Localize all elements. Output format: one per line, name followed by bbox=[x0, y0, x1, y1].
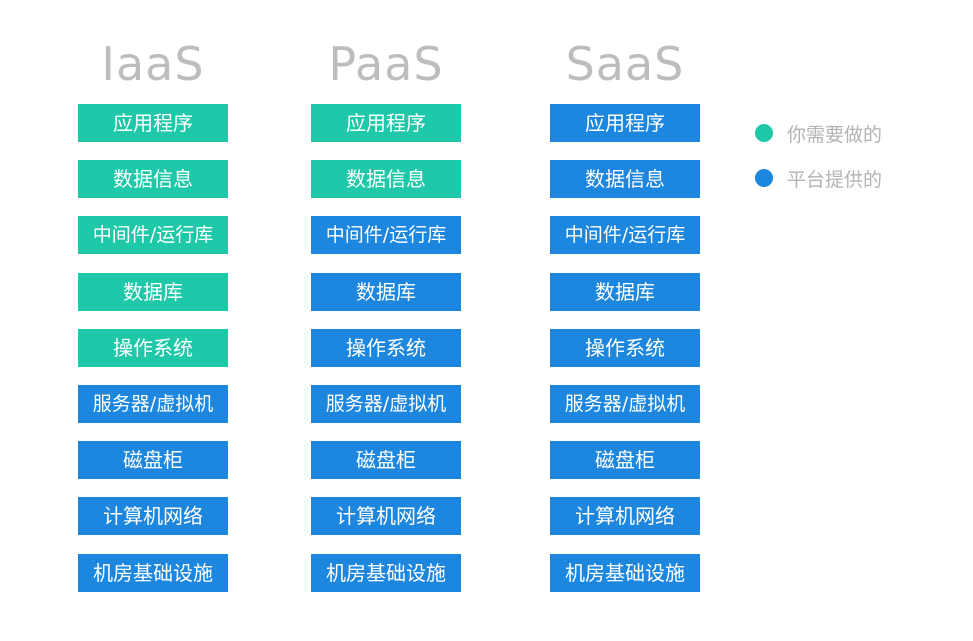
saas-title: SaaS bbox=[565, 37, 685, 91]
iaas-layer-datacenter: 机房基础设施 bbox=[78, 554, 228, 592]
saas-layer-database: 数据库 bbox=[550, 273, 700, 311]
legend-label-user: 你需要做的 bbox=[787, 123, 883, 146]
saas-layer-data: 数据信息 bbox=[550, 160, 700, 198]
paas-layer-network: 计算机网络 bbox=[311, 497, 461, 535]
iaas-layer-applications: 应用程序 bbox=[78, 104, 228, 142]
paas-layer-operating-system: 操作系统 bbox=[311, 329, 461, 367]
legend-dot-user-icon bbox=[755, 124, 773, 142]
saas-layer-datacenter: 机房基础设施 bbox=[550, 554, 700, 592]
legend-label-platform: 平台提供的 bbox=[787, 168, 883, 191]
saas-layer-network: 计算机网络 bbox=[550, 497, 700, 535]
saas-layer-server-vm: 服务器/虚拟机 bbox=[550, 385, 700, 423]
paas-layer-middleware-runtime: 中间件/运行库 bbox=[311, 216, 461, 254]
saas-layer-middleware-runtime: 中间件/运行库 bbox=[550, 216, 700, 254]
iaas-layer-database: 数据库 bbox=[78, 273, 228, 311]
iaas-layer-middleware-runtime: 中间件/运行库 bbox=[78, 216, 228, 254]
legend-item-platform: 平台提供的 bbox=[755, 166, 883, 191]
iaas-layer-operating-system: 操作系统 bbox=[78, 329, 228, 367]
saas-layer-disk-cabinet: 磁盘柜 bbox=[550, 441, 700, 479]
paas-layer-datacenter: 机房基础设施 bbox=[311, 554, 461, 592]
iaas-layer-server-vm: 服务器/虚拟机 bbox=[78, 385, 228, 423]
paas-layer-data: 数据信息 bbox=[311, 160, 461, 198]
iaas-layer-network: 计算机网络 bbox=[78, 497, 228, 535]
legend-item-user: 你需要做的 bbox=[755, 121, 883, 146]
saas-layer-operating-system: 操作系统 bbox=[550, 329, 700, 367]
saas-layer-applications: 应用程序 bbox=[550, 104, 700, 142]
iaas-layer-data: 数据信息 bbox=[78, 160, 228, 198]
paas-title: PaaS bbox=[328, 37, 444, 91]
iaas-title: IaaS bbox=[101, 37, 205, 91]
paas-layer-disk-cabinet: 磁盘柜 bbox=[311, 441, 461, 479]
iaas-layer-disk-cabinet: 磁盘柜 bbox=[78, 441, 228, 479]
paas-layer-database: 数据库 bbox=[311, 273, 461, 311]
legend-dot-platform-icon bbox=[755, 169, 773, 187]
paas-layer-applications: 应用程序 bbox=[311, 104, 461, 142]
paas-layer-server-vm: 服务器/虚拟机 bbox=[311, 385, 461, 423]
